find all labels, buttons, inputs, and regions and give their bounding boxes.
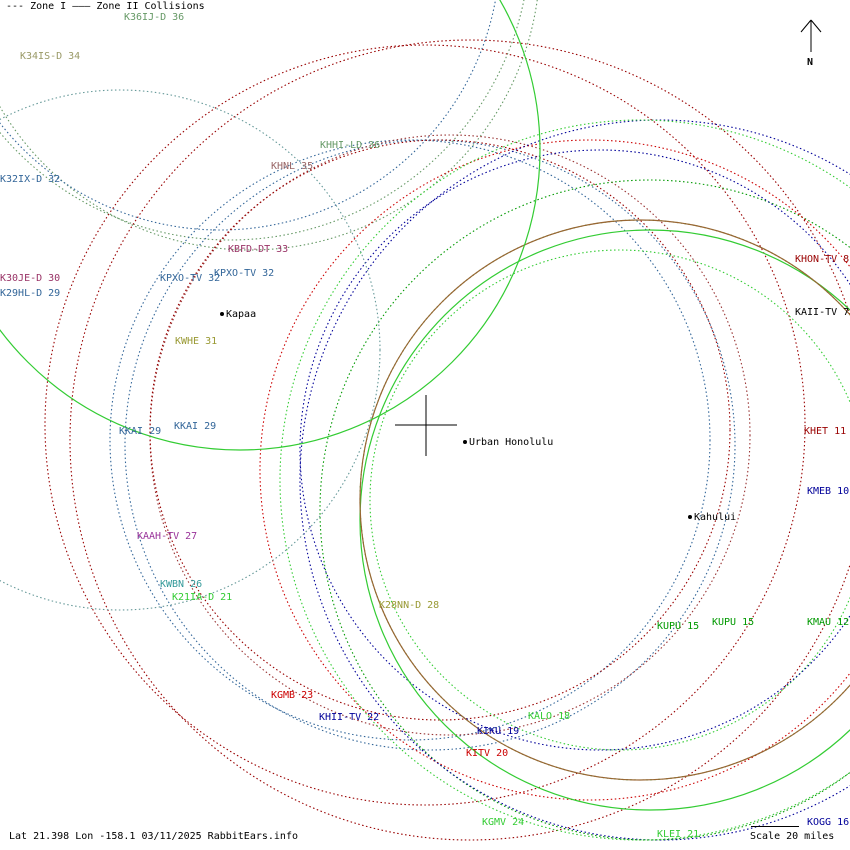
station-label: KKAI 29 (119, 426, 162, 437)
scale-bar (751, 826, 799, 827)
station-label: KPXO-TV 32 (160, 273, 221, 284)
station-label: K36IJ-D 36 (124, 12, 185, 23)
station-label: KHET 11 (804, 426, 847, 437)
ring-kbfd (149, 134, 751, 736)
ring-kupu-2 (359, 219, 850, 781)
legend-zone1: --- Zone I (6, 1, 67, 12)
ring-kwbn (0, 89, 381, 611)
station-label: KHII-TV 22 (319, 712, 380, 723)
station-label: KHON-TV 8 (795, 254, 850, 265)
ring-k34is (0, 0, 497, 231)
station-label: K21IA-D 21 (172, 592, 233, 603)
station-label: KGMV 24 (482, 817, 525, 828)
station-label: KUPU 15 (712, 617, 755, 628)
ring-kgmb (44, 44, 806, 806)
ring-kmeb (299, 119, 850, 841)
station-label: KWBN 26 (160, 579, 203, 590)
station-label: KUPU 15 (657, 621, 700, 632)
legend-zone2: ——— Zone II Collisions (72, 1, 205, 12)
city-kapaa: Kapaa (220, 309, 256, 320)
station-label: KOGG 16 (807, 817, 850, 828)
station-label: KKAI 29 (174, 421, 217, 432)
ring-kalo (369, 249, 850, 751)
ring-khhi (0, 0, 525, 241)
ring-kupu (319, 179, 850, 841)
station-label: K34IS-D 34 (20, 51, 81, 62)
station-label: KPXO-TV 32 (214, 268, 275, 279)
station-label: KMEB 10 (807, 486, 850, 497)
station-label: KALO 18 (528, 711, 571, 722)
station-label: KAAH-TV 27 (137, 531, 198, 542)
station-label: KIKU 19 (477, 726, 520, 737)
footer-coords: Lat 21.398 Lon -158.1 03/11/2025 RabbitE… (9, 831, 298, 842)
ring-klei (279, 119, 850, 841)
station-label: KGMB 23 (271, 690, 314, 701)
station-label: KBFD-DT 33 (228, 244, 289, 255)
station-label: KHHI-LD 36 (320, 140, 381, 151)
ring-kkai (149, 139, 731, 721)
station-label: K28NN-D 28 (379, 600, 440, 611)
legend: --- Zone I ——— Zone II Collisions (6, 1, 205, 12)
ring-k36ij (0, 0, 538, 251)
ring-khii (69, 39, 850, 841)
station-label: KHNL 35 (271, 161, 314, 172)
station-label: K32IX-D 32 (0, 174, 61, 185)
ring-k36ij-solid (0, 0, 541, 451)
north-arrow-icon (800, 19, 822, 52)
crosshair (395, 395, 457, 456)
ring-kpxo-2 (124, 139, 736, 751)
station-label: KWHE 31 (175, 336, 218, 347)
station-label: K30JE-D 30 (0, 273, 61, 284)
north-label: N (807, 57, 814, 68)
ring-kitv (259, 139, 850, 801)
station-label: KAII-TV 7 (795, 307, 850, 318)
ring-kpxo (109, 139, 711, 741)
station-label: K29HL-D 29 (0, 288, 61, 299)
city-urban-honolulu: Urban Honolulu (463, 437, 553, 448)
ring-kiku (299, 149, 850, 751)
city-kahului: Kahului (688, 512, 736, 523)
scale-label: Scale 20 miles (750, 831, 835, 842)
station-label: KITV 20 (466, 748, 509, 759)
ring-kgmv-solid (359, 229, 850, 811)
station-label: KMAU 12 (807, 617, 850, 628)
station-label: KLEI 21 (657, 829, 700, 840)
ring-k28nn-solid (359, 219, 850, 781)
